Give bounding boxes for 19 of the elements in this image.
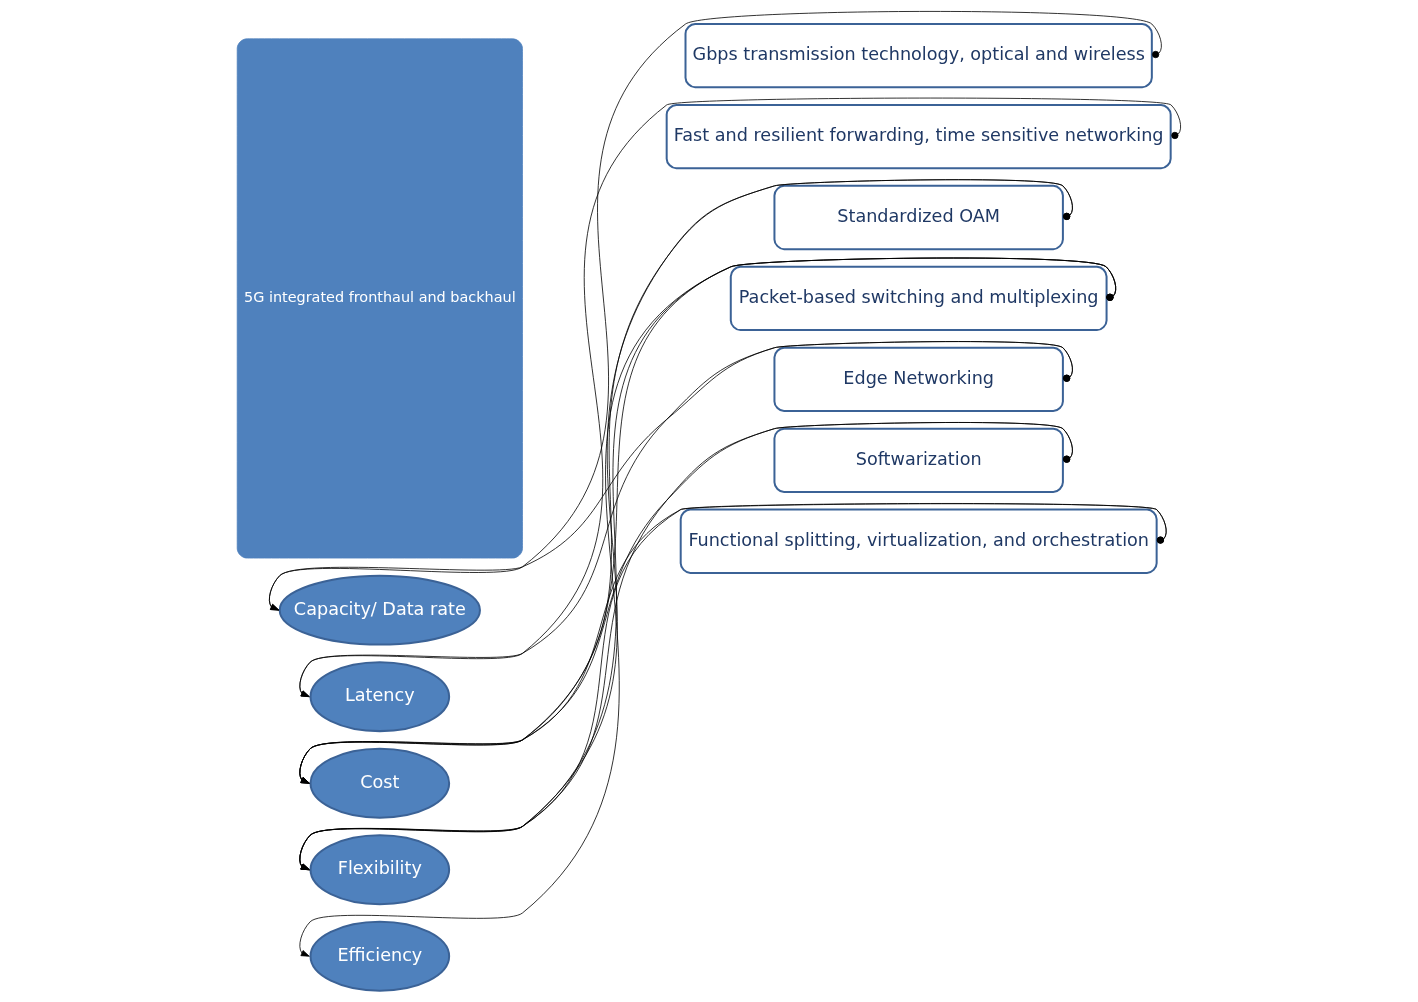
arrow xyxy=(299,341,1073,698)
node-box: Fast and resilient forwarding, time sensitive networking xyxy=(665,103,1172,170)
node-ellipse: Capacity/ Data rate xyxy=(278,574,481,646)
arrow xyxy=(299,97,1181,698)
node-box: Packet-based switching and multiplexing xyxy=(729,265,1108,332)
node-box: 5G integrated fronthaul and backhaul xyxy=(236,38,523,559)
node-ellipse: Efficiency xyxy=(309,920,451,992)
arrow xyxy=(269,11,1162,611)
node-box: Softwarization xyxy=(773,427,1064,493)
arrow xyxy=(299,422,1073,871)
node-box: Gbps transmission technology, optical and wireless xyxy=(684,23,1153,89)
node-ellipse: Flexibility xyxy=(309,834,451,906)
node-ellipse: Latency xyxy=(309,661,451,733)
arrow xyxy=(299,503,1167,784)
node-box: Standardized OAM xyxy=(773,184,1064,251)
node-box: Functional splitting, virtualization, and orchestration xyxy=(679,508,1158,574)
node-ellipse: Cost xyxy=(309,747,451,819)
arrow xyxy=(299,503,1167,871)
node-box: Edge Networking xyxy=(773,346,1064,412)
